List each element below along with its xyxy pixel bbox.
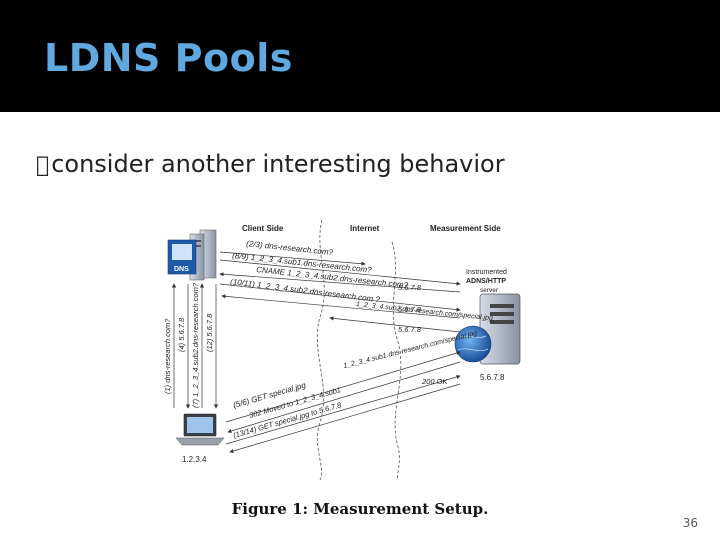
column-header-client: Client Side [242, 224, 284, 233]
server-label-line1: Instrumented [466, 269, 507, 276]
bullet-item: consider another interesting behavior [36, 150, 505, 178]
msg-12: 200 OK [421, 377, 448, 386]
slide-title: LDNS Pools [44, 36, 293, 80]
vertical-msg-1: (1) dns-research.com? [163, 318, 172, 394]
vertical-msg-2: (4) 5.6.7.8 [177, 317, 186, 352]
msg-8: 1_2_3_4.sub2.dns-research.com/special.jp… [356, 301, 493, 322]
client-laptop-icon [175, 413, 225, 446]
msg-5: 5.6.7.8 [398, 283, 422, 292]
vertical-arrows [171, 283, 219, 409]
internet-boundary-left [316, 219, 325, 481]
dns-label: DNS [174, 266, 189, 273]
bullet-text: consider another interesting behavior [38, 150, 504, 178]
internet-boundary-right [391, 241, 402, 481]
http-arrows [225, 350, 461, 454]
measurement-setup-diagram: Client Side Internet Measurement Side DN… [163, 219, 521, 481]
page-number: 36 [682, 516, 698, 530]
figure-caption: Figure 1: Measurement Setup. [231, 500, 489, 518]
dns-server-icon: DNS [167, 229, 217, 281]
msg-7: 5.6.7.8 [398, 305, 422, 314]
msg-6: 5.6.7.8 [398, 325, 422, 334]
vertical-msg-4: (12) 5.6.7.8 [205, 313, 214, 352]
server-ip-label: 5.6.7.8 [480, 373, 505, 382]
column-header-internet: Internet [350, 224, 380, 233]
title-bar: LDNS Pools [0, 0, 720, 112]
dns-arrows [219, 251, 461, 333]
server-label-line3: server [480, 287, 499, 294]
client-ip-label: 1.2.3.4 [182, 455, 207, 464]
server-label-line2: ADNS/HTTP [466, 278, 506, 285]
slide-content: consider another interesting behavior C… [0, 112, 720, 540]
bullet-glyph-icon:  [36, 153, 49, 178]
vertical-msg-3: (7) 1_2_3_4.sub2.dns-research.com? [191, 282, 200, 408]
measurement-server-icon [454, 293, 521, 365]
column-header-measurement: Measurement Side [430, 224, 501, 233]
